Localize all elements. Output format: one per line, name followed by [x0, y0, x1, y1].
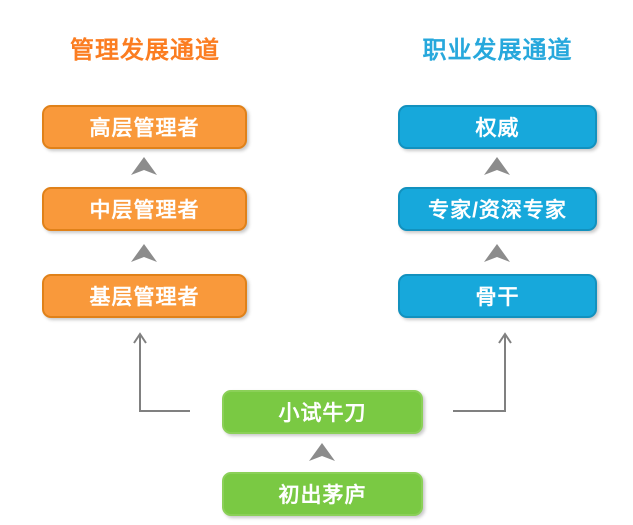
connector-arrow-to-professional — [453, 332, 512, 412]
management-track-title: 管理发展通道 — [70, 37, 220, 64]
professional-track-title: 职业发展通道 — [422, 37, 573, 64]
management-level-senior: 高层管理者 — [42, 105, 247, 149]
connector-arrow-to-management — [133, 332, 190, 412]
up-arrow-icon — [309, 443, 335, 461]
up-arrow-icon — [484, 244, 510, 262]
management-level-middle: 中层管理者 — [42, 187, 247, 231]
professional-level-authority: 权威 — [398, 105, 597, 149]
management-level-junior: 基层管理者 — [42, 274, 247, 318]
entry-level-fledgling: 初出茅庐 — [222, 472, 423, 516]
up-arrow-icon — [131, 244, 157, 262]
professional-level-backbone: 骨干 — [398, 274, 597, 318]
entry-level-first-try: 小试牛刀 — [222, 390, 423, 434]
professional-level-expert: 专家/资深专家 — [398, 187, 597, 231]
up-arrow-icon — [131, 157, 157, 175]
up-arrow-icon — [484, 157, 510, 175]
